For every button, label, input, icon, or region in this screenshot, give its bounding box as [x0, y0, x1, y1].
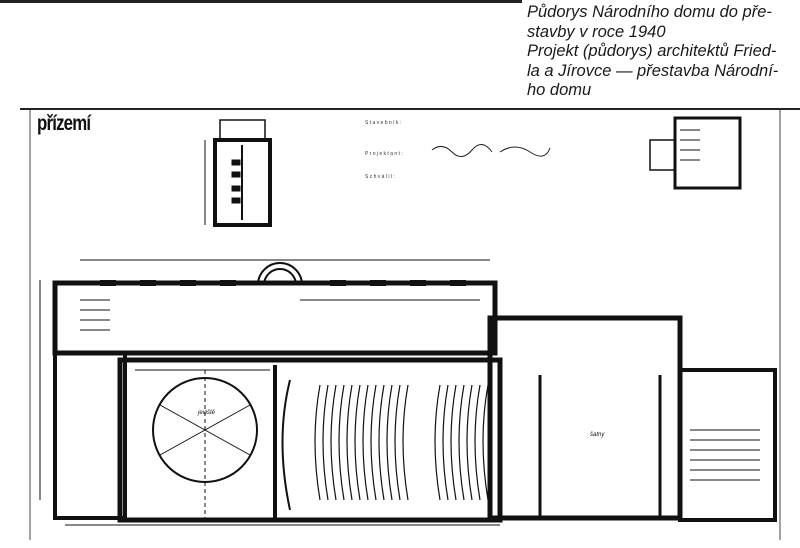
- caption-line: Půdorys Národního domu do pře-: [527, 3, 772, 21]
- main-floor-plan: [39, 259, 777, 526]
- caption-line: Projekt (půdorys) architektů Fried-: [527, 42, 777, 60]
- caption-line: la a Jírovce — přestavba Národní-: [527, 61, 779, 80]
- svg-text:P r o j e k t a n t :: P r o j e k t a n t :: [365, 151, 403, 157]
- signature-block: S t a v e b n í k : P r o j e k t a n t …: [365, 120, 551, 180]
- figure-caption: Půdorys Národního domu do pře- stavby v …: [527, 3, 797, 101]
- plan-title: přízemí: [37, 112, 91, 135]
- floor-plan-drawing: S t a v e b n í k : P r o j e k t a n t …: [20, 108, 800, 540]
- caption-line: stavby v roce 1940: [527, 22, 666, 41]
- stage-label: jeviště: [197, 410, 216, 416]
- top-rule: [0, 0, 522, 3]
- svg-text:S c h v á l i l :: S c h v á l i l :: [365, 174, 395, 180]
- caption-line: ho domu: [527, 81, 592, 99]
- toilet-detail-plan: [204, 119, 272, 227]
- cloakroom-label: šatny: [590, 432, 605, 438]
- svg-text:S t a v e b n í k :: S t a v e b n í k :: [365, 120, 401, 126]
- stair-detail: [649, 116, 742, 190]
